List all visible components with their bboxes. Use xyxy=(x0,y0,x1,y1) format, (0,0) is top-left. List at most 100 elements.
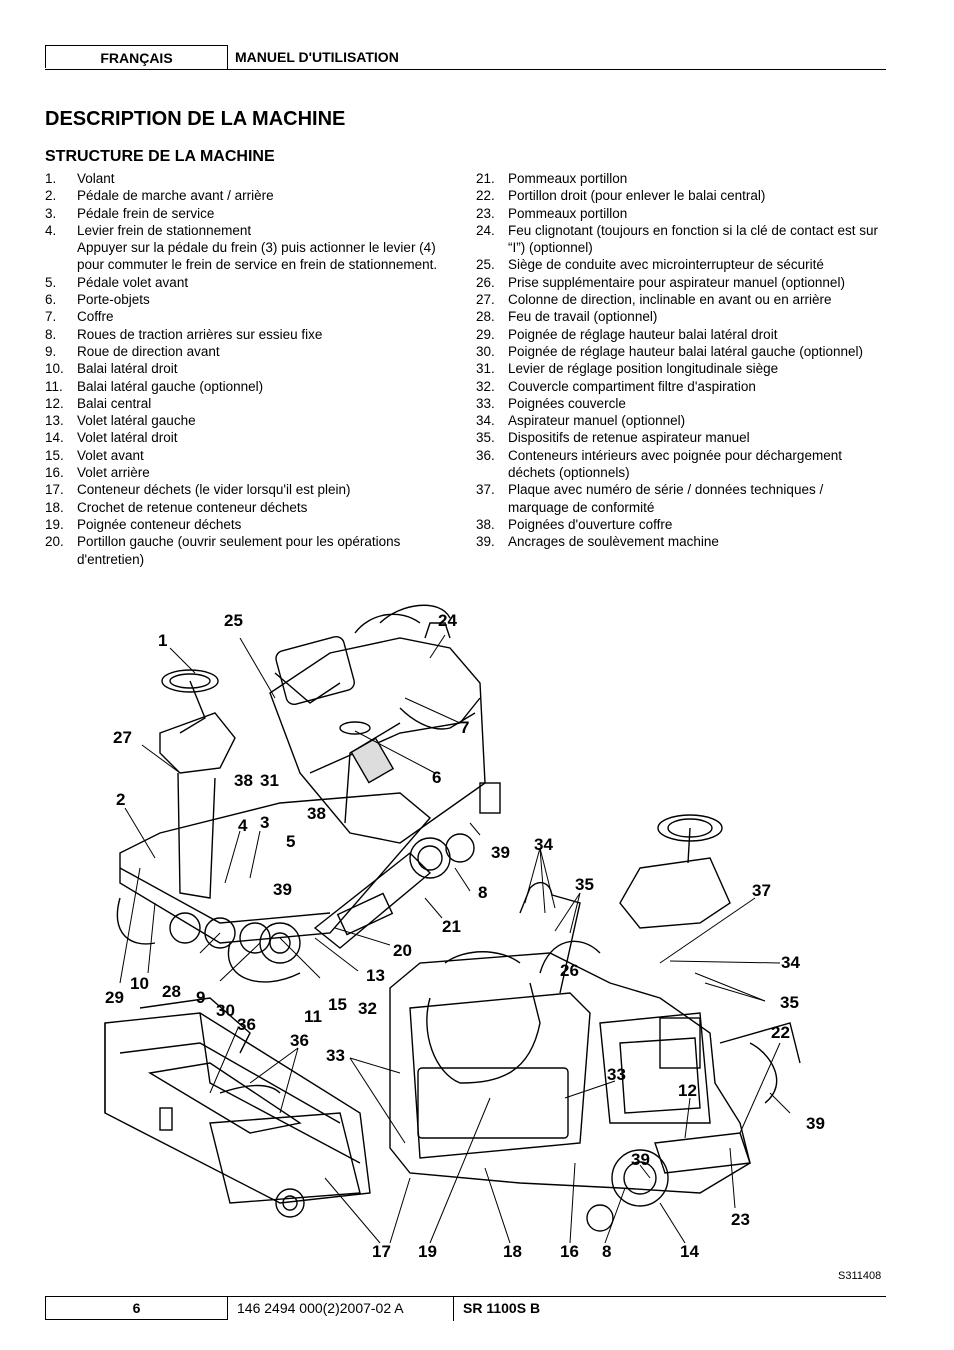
callout-23: 23 xyxy=(731,1210,750,1229)
header-language: FRANÇAIS xyxy=(45,45,228,68)
list-item: 26.Prise supplémentaire pour aspirateur … xyxy=(476,274,886,291)
list-item-number: 16. xyxy=(45,465,64,481)
list-item-text: Conteneurs intérieurs avec poignée pour … xyxy=(508,447,842,481)
list-item-number: 29. xyxy=(476,326,495,342)
callout-36b: 36 xyxy=(290,1031,309,1050)
callout-12: 12 xyxy=(678,1081,697,1100)
page-header: FRANÇAIS MANUEL D'UTILISATION xyxy=(45,45,886,70)
callout-31: 31 xyxy=(260,771,279,790)
list-item-text: Poignées couvercle xyxy=(508,395,626,411)
list-item: 16. Volet arrière xyxy=(45,464,440,481)
callout-15: 15 xyxy=(328,995,347,1014)
list-item-text: Appuyer sur la pédale du frein (3) puis … xyxy=(77,240,438,273)
callout-27: 27 xyxy=(113,728,132,747)
list-item-text: Portillon gauche (ouvrir seulement pour … xyxy=(77,534,401,567)
list-item: 27. Colonne de direction, inclinable en a… xyxy=(476,291,886,308)
list-item-number: 20. xyxy=(45,534,64,550)
list-item-number: 5. xyxy=(45,274,57,290)
callout-3: 3 xyxy=(260,813,269,832)
list-item: 8.Roues de traction arrières sur essieu … xyxy=(45,326,440,343)
list-item-number: 24. xyxy=(476,222,495,238)
list-item: 2.Pédale de marche avant / arrière xyxy=(45,187,440,204)
list-item-text: Colonne de direction, inclinable en avan… xyxy=(508,292,832,308)
list-item-number: 28. xyxy=(476,309,495,325)
list-item-number: 23. xyxy=(476,205,495,221)
list-item: 24.Feu clignotant (toujours en fonction … xyxy=(476,222,886,257)
page-footer: 6 146 2494 000(2)2007-02 A SR 1100S B xyxy=(45,1296,886,1321)
list-item-text: Feu de travail (optionnel) xyxy=(508,309,658,325)
list-item-text: Pommeaux portillon xyxy=(508,171,628,186)
list-item-text: Conteneur déchets (le vider lorsqu'il es… xyxy=(77,482,351,498)
list-item: 35.Dispositifs de retenue aspirateur man… xyxy=(476,429,886,446)
list-item-text: Balai central xyxy=(77,395,152,411)
list-item-text: Volet latéral gauche xyxy=(77,413,196,429)
list-item: 29.Poignée de réglage hauteur balai laté… xyxy=(476,326,886,343)
callout-39d: 39 xyxy=(631,1150,650,1169)
list-item: 19.Poignée conteneur déchets xyxy=(45,516,440,533)
list-item-number: 34. xyxy=(476,413,495,429)
list-item-text: Poignées d'ouverture coffre xyxy=(508,516,673,532)
list-item: 10.Balai latéral droit xyxy=(45,360,440,377)
list-item: 22.Portillon droit (pour enlever le bala… xyxy=(476,187,886,204)
list-item-text: Aspirateur manuel (optionnel) xyxy=(508,413,686,429)
callout-18: 18 xyxy=(503,1242,522,1261)
footer-page-number: 6 xyxy=(45,1297,228,1320)
page-title: DESCRIPTION DE LA MACHINE xyxy=(45,108,346,130)
list-item-number: 32. xyxy=(476,378,495,394)
list-item-number: 15. xyxy=(45,447,64,463)
callout-9: 9 xyxy=(196,988,205,1007)
list-item-text: Porte-objets xyxy=(77,292,150,308)
callout-10: 10 xyxy=(130,974,149,993)
list-item-number: 14. xyxy=(45,430,64,446)
list-item: 6.Porte-objets xyxy=(45,291,440,308)
section-title: STRUCTURE DE LA MACHINE xyxy=(45,148,275,165)
list-item-text: Siège de conduite avec microinterrupteur… xyxy=(508,257,824,273)
list-item-number: 27. xyxy=(476,292,495,308)
header-manual-title: MANUEL D'UTILISATION xyxy=(235,49,399,65)
callout-38a: 38 xyxy=(234,771,253,790)
list-item: 17. Conteneur déchets (le vider lorsqu'il… xyxy=(45,481,440,498)
list-item: 3.Pédale frein de service xyxy=(45,205,440,222)
callout-19: 19 xyxy=(418,1242,437,1261)
list-item-text: Roue de direction avant xyxy=(77,343,220,359)
list-item: 13.Volet latéral gauche xyxy=(45,412,440,429)
callout-37: 37 xyxy=(752,881,771,900)
list-item-text: Pommeaux portillon xyxy=(508,205,628,221)
list-item-number: 3. xyxy=(45,205,57,221)
callout-25: 25 xyxy=(224,611,243,630)
list-item: 9. Roue de direction avant xyxy=(45,343,440,360)
list-item-text: Plaque avec numéro de série / données te… xyxy=(508,482,824,515)
callout-20: 20 xyxy=(393,941,412,960)
list-item-text: Volet arrière xyxy=(77,465,150,481)
callout-39c: 39 xyxy=(806,1114,825,1133)
callout-22: 22 xyxy=(771,1023,790,1042)
list-item: 39.Ancrages de soulèvement machine xyxy=(476,533,886,550)
list-item: 36. Conteneurs intérieurs avec poignée po… xyxy=(476,447,886,482)
list-item-number: 26. xyxy=(476,274,495,290)
list-item-number: 21. xyxy=(476,171,495,186)
list-item: 18. Crochet de retenue conteneur déchets xyxy=(45,499,440,516)
list-item: 28. Feu de travail (optionnel) xyxy=(476,308,886,325)
callout-16: 16 xyxy=(560,1242,579,1261)
list-item-number: 36. xyxy=(476,447,495,463)
callout-26: 26 xyxy=(560,961,579,980)
list-item-text: Ancrages de soulèvement machine xyxy=(508,534,719,550)
list-item-number: 18. xyxy=(45,499,64,515)
list-item-number: 22. xyxy=(476,188,495,204)
list-item-number: 33. xyxy=(476,395,495,411)
list-item-text: Couvercle compartiment filtre d'aspirati… xyxy=(508,378,756,394)
list-item-text: Levier frein de stationnement xyxy=(77,222,252,238)
callout-34a: 34 xyxy=(534,835,553,854)
callout-4: 4 xyxy=(238,816,248,835)
list-item-number: 9. xyxy=(45,343,57,359)
list-item-text: Volet latéral droit xyxy=(77,430,178,446)
list-item: 5.Pédale volet avant xyxy=(45,274,440,291)
list-item-number: 4. xyxy=(45,222,57,238)
machine-diagram: 1 25 24 27 7 6 38 31 2 4 3 38 5 39 34 35… xyxy=(100,603,840,1263)
list-item-number: 17. xyxy=(45,482,64,498)
list-item: 31.Levier de réglage position longitudin… xyxy=(476,360,886,377)
leader-lines xyxy=(119,634,791,1244)
list-item-text: Crochet de retenue conteneur déchets xyxy=(77,499,308,515)
callout-28: 28 xyxy=(162,982,181,1001)
